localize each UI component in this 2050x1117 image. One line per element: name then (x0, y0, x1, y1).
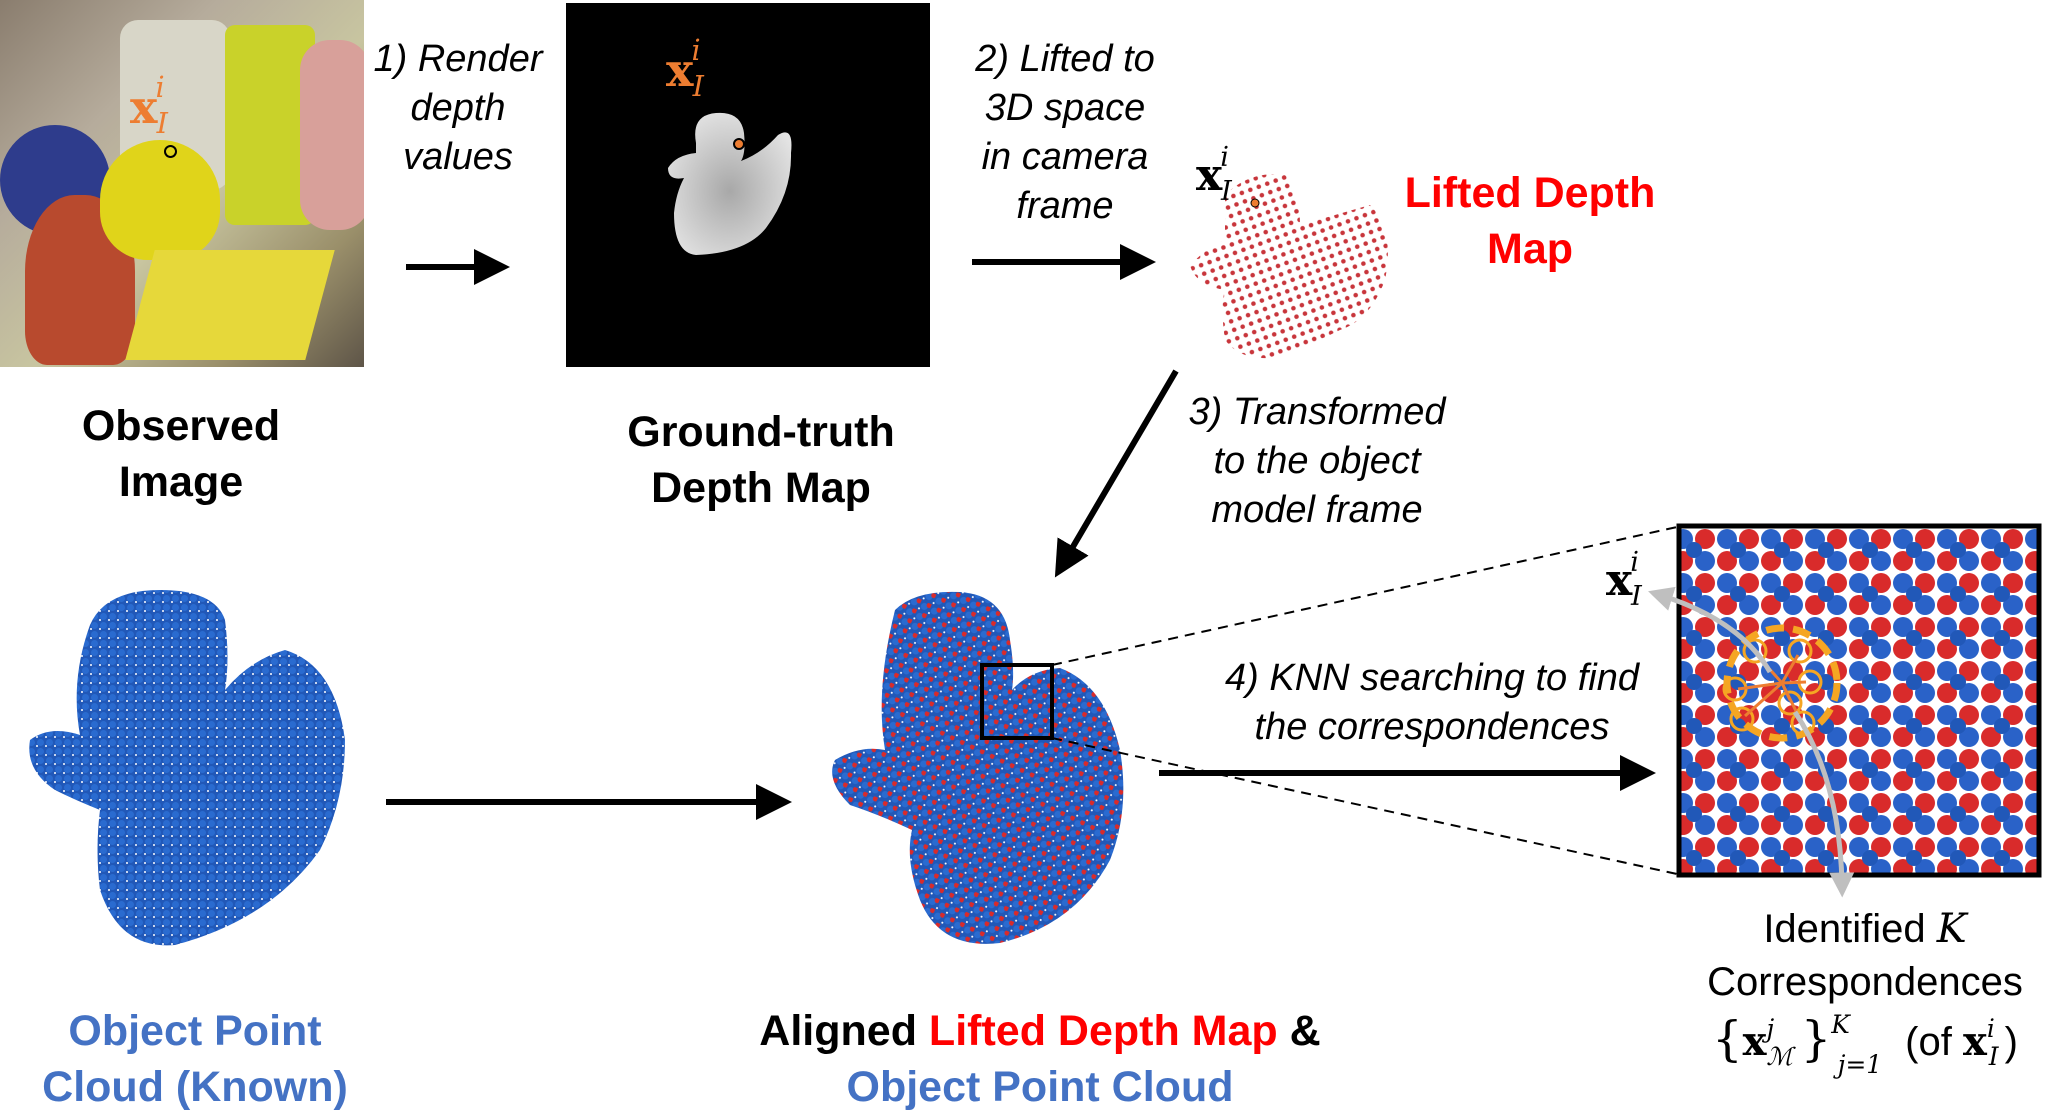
step2-line3: in camera (981, 136, 1149, 178)
set-sub-j1: j=1 (1837, 1050, 1883, 1079)
step1-line1: 1) Render (373, 38, 543, 80)
identified-k-line: Identified K (1680, 903, 2050, 956)
of-x: x (1962, 1018, 1987, 1065)
step1-text: 1) Render depth values (358, 35, 558, 182)
zoom-connector-top (1051, 526, 1678, 666)
aligned-label: Aligned Lifted Depth Map & Object Point … (700, 1003, 1380, 1115)
step2-line2: 3D space (984, 87, 1146, 129)
lifted-keypoint-sup: i (1220, 142, 1229, 173)
set-x: x (1742, 1018, 1767, 1065)
object-point-cloud-label: Object Point Cloud (Known) (20, 1003, 370, 1115)
lifted-keypoint (1250, 198, 1260, 208)
pink-hand (300, 40, 364, 230)
object-point-cloud-duck (29, 590, 346, 946)
step3-line2: to the object (1213, 440, 1421, 482)
aligned-duck (832, 591, 1124, 944)
aligned-red-part: Lifted Depth Map (928, 1007, 1278, 1055)
observed-label-line1: Observed (81, 402, 281, 450)
aligned-blue-part: Object Point Cloud (846, 1063, 1234, 1111)
gt-keypoint-sup: i (691, 34, 701, 67)
aligned-label-line1: Aligned Lifted Depth Map & (700, 1003, 1380, 1059)
keypoint-sup: i (155, 71, 165, 104)
selection-box (980, 663, 1054, 740)
identified-text: Identified (1763, 907, 1926, 951)
keypoint-label: xiI (130, 71, 178, 140)
set-sup-j: j (1766, 1014, 1775, 1043)
gt-label-line1: Ground-truth (627, 408, 895, 456)
gt-depth-map-image: xiI (566, 3, 930, 367)
brace-open: { (1712, 1011, 1743, 1067)
step1-line2: depth (410, 87, 506, 129)
gt-duck-silhouette (668, 112, 792, 255)
step4-line1: 4) KNN searching to find (1225, 657, 1639, 699)
zoom-connector-bottom (1051, 737, 1678, 875)
gt-keypoint (733, 138, 745, 150)
keypoint-marker (164, 145, 177, 158)
pointer-to-correspondences (1792, 710, 1855, 898)
zoom-query-sub: I (1630, 581, 1642, 612)
pointer-to-query (1648, 586, 1773, 674)
step3-line3: model frame (1211, 489, 1423, 531)
k-symbol: K (1936, 906, 1967, 952)
step2-text: 2) Lifted to 3D space in camera frame (960, 35, 1170, 231)
zoom-query-sup: i (1630, 547, 1639, 578)
opc-label-line1: Object Point (68, 1007, 322, 1055)
lifted-depth-duck (1190, 174, 1388, 359)
zoom-query-label: xiI (1606, 547, 1652, 612)
gt-label-line2: Depth Map (651, 464, 871, 512)
step3-line1: 3) Transformed (1188, 391, 1446, 433)
aligned-amp: & (1289, 1007, 1321, 1055)
brace-close: } (1800, 1011, 1832, 1067)
gt-keypoint-x: x (666, 43, 694, 97)
step3-text: 3) Transformed to the object model frame (1167, 388, 1467, 535)
correspondences-label: Identified K Correspondences {xjℳ}Kj=1 (… (1680, 903, 2050, 1079)
lifted-keypoint-sub: I (1220, 176, 1232, 207)
lifted-label-line2: Map (1487, 225, 1573, 273)
yellow-duck (100, 140, 220, 260)
aligned-prefix: Aligned (759, 1007, 917, 1055)
observed-image-label: Observed Image (31, 398, 331, 510)
step2-line1: 2) Lifted to (975, 38, 1155, 80)
arrow-step3 (1054, 369, 1179, 578)
correspondence-set-formula: {xjℳ}Kj=1 (of xiI) (1680, 1010, 2050, 1079)
lifted-keypoint-label: xiI (1196, 142, 1242, 207)
gt-depth-map-label: Ground-truth Depth Map (591, 404, 931, 516)
step2-line4: frame (1016, 185, 1114, 227)
keypoint-sub: I (156, 107, 168, 140)
observed-image: xiI (0, 0, 364, 367)
gt-depth-duck (668, 112, 792, 255)
zoom-query-x: x (1606, 555, 1633, 606)
gt-keypoint-label: xiI (666, 34, 714, 103)
knn-neighbors (1722, 638, 1823, 736)
of-text: (of (1905, 1020, 1952, 1064)
gt-keypoint-sub: I (692, 70, 704, 103)
step4-text: 4) KNN searching to find the corresponde… (1182, 654, 1682, 752)
observed-label-line2: Image (118, 458, 244, 506)
lifted-keypoint-x: x (1196, 150, 1223, 201)
of-sub-i: I (1988, 1042, 1999, 1071)
step4-line2: the correspondences (1254, 706, 1610, 748)
of-sup-i: i (1986, 1014, 1995, 1043)
correspondences-text: Correspondences (1707, 960, 2023, 1004)
set-sup-k: K (1831, 1010, 1850, 1039)
close-paren: ) (2004, 1020, 2018, 1064)
keypoint-x: x (130, 80, 158, 134)
step1-line3: values (403, 136, 513, 178)
lifted-depth-map-label: Lifted Depth Map (1380, 165, 1680, 277)
zoom-view-frame (1676, 523, 2042, 878)
opc-label-line2: Cloud (Known) (42, 1063, 348, 1111)
set-sub-m: ℳ (1766, 1042, 1793, 1071)
lifted-label-line1: Lifted Depth (1404, 169, 1656, 217)
